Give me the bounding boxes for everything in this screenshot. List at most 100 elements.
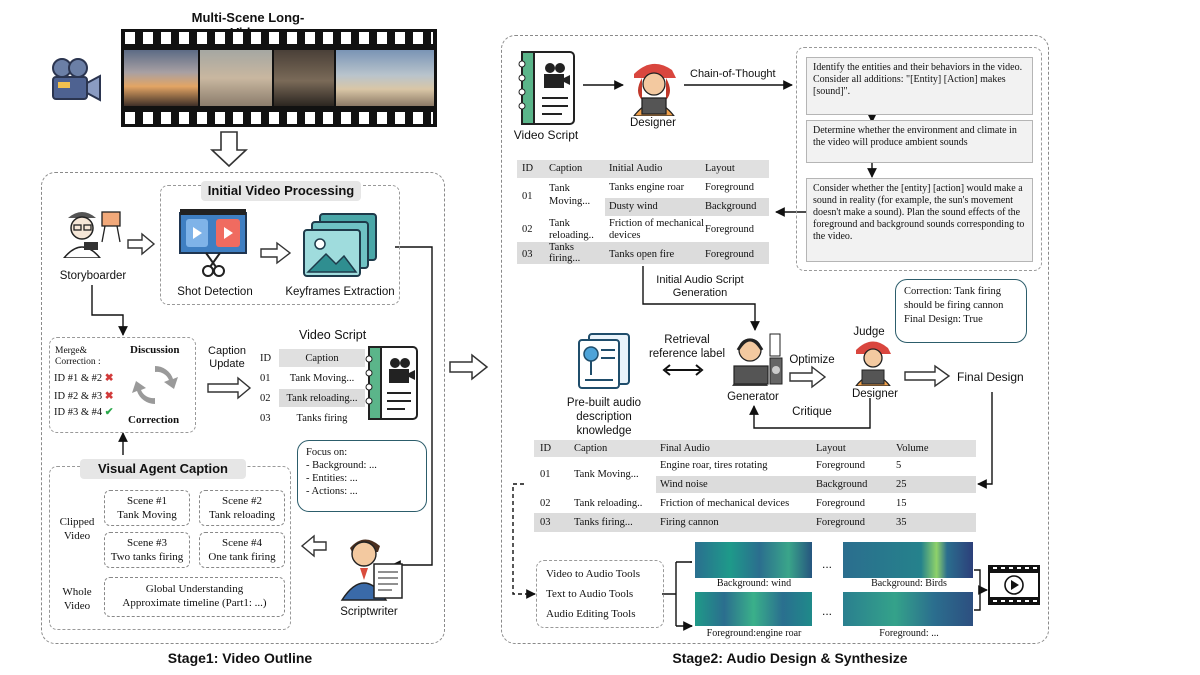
generator-icon xyxy=(728,330,784,386)
film-holes-bottom xyxy=(125,112,433,124)
judge-designer-icon xyxy=(848,338,898,387)
table-header: Layout xyxy=(816,443,846,454)
script-document-icon xyxy=(363,345,421,423)
retrieval-label: Retrieval reference label xyxy=(648,334,726,360)
final-arrow xyxy=(904,364,951,388)
scene-number: Scene #4 xyxy=(221,537,262,549)
optimize-label: Optimize xyxy=(789,354,835,366)
stage2-label: Stage2: Audio Design & Synthesize xyxy=(672,650,908,666)
cross-icon: ✖ xyxy=(104,373,114,384)
storyboarder-icon xyxy=(58,206,124,259)
table-row-shade xyxy=(605,198,769,216)
merge-row-1: ID #1 & #2 ✖ xyxy=(54,372,114,384)
table-cell: Dusty wind xyxy=(609,201,658,212)
focus-line: - Entities: ... xyxy=(306,473,358,484)
table-header: Layout xyxy=(705,163,735,174)
knowledge-label: Pre-built audio description knowledge xyxy=(566,397,642,437)
stage1-panel xyxy=(41,172,445,644)
merge-box xyxy=(49,337,196,433)
table-header: ID xyxy=(522,163,534,174)
table-cell: Background xyxy=(816,479,868,490)
table-header: Caption xyxy=(549,163,583,174)
judge-label: Judge xyxy=(853,326,885,338)
table-cell: Tank Moving... xyxy=(574,469,639,480)
discussion-label: Discussion xyxy=(130,344,180,356)
initial-processing-tag: Initial Video Processing xyxy=(201,181,361,201)
merge-row-label: ID #1 & #2 xyxy=(54,373,103,384)
video-script-title: Video Script xyxy=(299,328,367,342)
table-cell: 25 xyxy=(896,479,907,490)
stage1-label: Stage1: Video Outline xyxy=(167,650,313,666)
spectrogram-label: Background: wind xyxy=(716,578,792,589)
merge-row-label: ID #3 & #4 xyxy=(54,407,103,418)
table-cell: Tank reloading.. xyxy=(549,218,594,241)
designer-label: Designer xyxy=(629,117,677,129)
optimize-arrow xyxy=(789,365,827,389)
cot-label: Chain-of-Thought xyxy=(690,68,776,80)
table-cell: Tanks firing xyxy=(277,407,365,427)
focus-bubble: Focus on: - Background: ... - Entities: … xyxy=(297,440,427,512)
scene-number: Scene #3 xyxy=(126,537,167,549)
visual-agent-tag: Visual Agent Caption xyxy=(80,459,246,479)
table-header: ID xyxy=(540,443,552,454)
table-cell: Foreground xyxy=(816,460,865,471)
check-icon: ✔ xyxy=(104,407,114,418)
table-row-shade xyxy=(656,476,976,493)
shot-detection-label: Shot Detection xyxy=(177,286,253,298)
spectrogram-label: Foreground: ... xyxy=(879,628,939,639)
table-cell: Friction of mechanical devices xyxy=(609,218,705,241)
table-cell: Foreground xyxy=(705,249,754,260)
table-cell: 15 xyxy=(896,498,907,509)
table-cell: 01 xyxy=(255,367,278,388)
table-cell: Firing cannon xyxy=(660,517,719,528)
cot-box-1: Identify the entities and their behavior… xyxy=(806,57,1033,115)
table-cell: Foreground xyxy=(705,224,754,235)
film-frame-1 xyxy=(124,50,198,106)
table-cell: 02 xyxy=(540,498,551,509)
scene-number: Scene #1 xyxy=(126,495,167,507)
video-script-label: Video Script xyxy=(513,128,579,142)
merge-row-label: ID #2 & #3 xyxy=(54,391,103,402)
table-cell: Tanks firing... xyxy=(549,242,581,264)
cot-container xyxy=(796,47,1042,271)
hollow-arrow-4 xyxy=(300,534,327,558)
table-cell: 02 xyxy=(255,387,278,408)
video-play-icon xyxy=(988,565,1040,605)
spectrogram-bg-wind xyxy=(695,542,812,578)
table-cell: Tanks open fire xyxy=(609,249,675,260)
table-row-shade xyxy=(534,513,976,532)
tools-box xyxy=(536,560,664,628)
cot-box-2: Determine whether the environment and cl… xyxy=(806,120,1033,163)
initial-audio-table: ID Caption Initial Audio Layout 01 Tank … xyxy=(517,160,769,264)
table-cell: Tank Moving... xyxy=(549,183,591,207)
tool-video-to-audio: Video to Audio Tools xyxy=(546,568,641,580)
table-cell: Foreground xyxy=(705,182,754,193)
table-cell: 5 xyxy=(896,460,902,471)
table-cell: Tank reloading... xyxy=(277,387,365,408)
table-header: Caption xyxy=(277,347,365,368)
merge-row-2: ID #2 & #3 ✖ xyxy=(54,390,114,402)
script-document-icon xyxy=(516,50,578,128)
correction-label: Correction xyxy=(128,414,180,426)
critique-label: Critique xyxy=(792,406,832,418)
table-cell: Friction of mechanical devices xyxy=(660,498,790,509)
table-cell: Background xyxy=(705,201,757,212)
judge-bubble-line: Correction: Tank firing should be firing… xyxy=(904,286,1004,311)
spectrogram-label: Foreground:engine roar xyxy=(706,628,802,639)
merge-row-3: ID #3 & #4 ✔ xyxy=(54,406,114,418)
table-cell: 03 xyxy=(522,249,533,260)
table-cell: 01 xyxy=(540,469,551,480)
spectrogram-fg-other xyxy=(843,592,973,626)
shot-detection-icon xyxy=(178,207,248,281)
table-cell: Wind noise xyxy=(660,479,708,490)
table-cell: Tanks firing... xyxy=(574,517,633,528)
caption-update-label: Caption Update xyxy=(208,345,246,370)
scene-desc: Tank reloading xyxy=(208,509,276,521)
